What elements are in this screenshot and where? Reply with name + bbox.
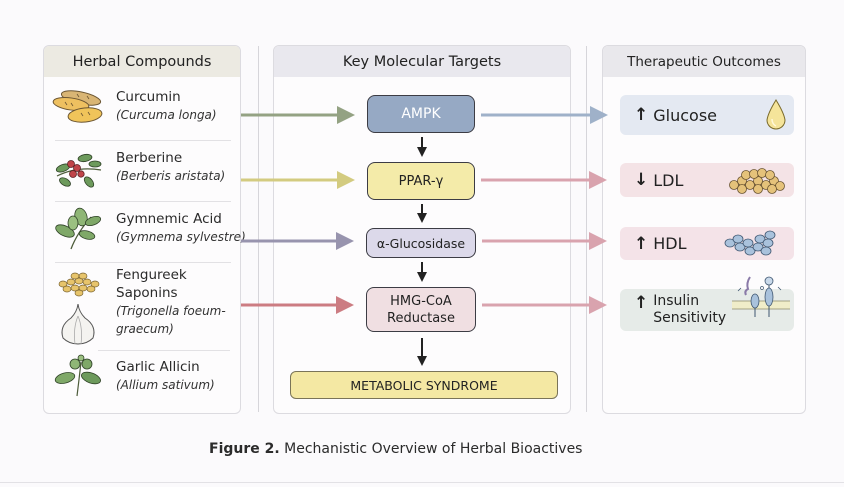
column-divider — [586, 46, 587, 412]
ldl-particles-icon — [729, 168, 785, 194]
herb-scientific-name: (Allium sativum) — [116, 378, 215, 392]
herb-scientific-name: (Gymnema sylvestre) — [116, 230, 246, 244]
figure-label: Figure 2. — [209, 441, 280, 457]
outcome-hdl: ↑ HDL — [620, 227, 794, 260]
herb-scientific-name-line2: graecum) — [116, 322, 174, 336]
figure-title: Mechanistic Overview of Herbal Bioactive… — [279, 441, 583, 457]
panel-title-herbal-compounds: Herbal Compounds — [44, 46, 240, 77]
herb-name: Curcumin — [116, 89, 181, 105]
panel-title-therapeutic-outcomes: Therapeutic Outcomes — [603, 46, 805, 77]
panel-title-molecular-targets: Key Molecular Targets — [274, 46, 570, 77]
down-arrow-icon: ↓ — [634, 170, 649, 190]
target-hmg-coa-reductase: HMG-CoA Reductase — [366, 287, 476, 332]
outcome-insulin-sensitivity: ↑ Insulin Sensitivity — [620, 276, 794, 331]
hdl-particles-icon — [724, 230, 776, 256]
target-label: α-Glucosidase — [376, 235, 466, 251]
outcome-ldl: ↓ LDL — [620, 163, 794, 197]
herb-separator — [55, 140, 231, 141]
herb-separator — [55, 201, 231, 202]
garlic-bulb-icon — [61, 303, 95, 345]
target-alpha-glucosidase: α-Glucosidase — [366, 228, 476, 258]
fenugreek-seeds-icon — [58, 272, 100, 297]
up-arrow-icon: ↑ — [634, 233, 649, 254]
herb-name-line2: Saponins — [116, 285, 178, 301]
herb-scientific-name: (Curcuma longa) — [116, 108, 217, 122]
target-ppar-gamma: PPAR-γ — [367, 162, 475, 200]
metabolic-syndrome-label: METABOLIC SYNDROME — [350, 377, 498, 393]
herb-name-line1: Fengureek — [116, 267, 187, 283]
outcome-label-line1: Insulin — [653, 293, 700, 309]
herb-sprig-icon — [54, 354, 101, 397]
target-label-line2: Reductase — [387, 310, 455, 326]
outcome-label: HDL — [653, 234, 687, 253]
target-label: PPAR-γ — [398, 173, 444, 189]
metabolic-syndrome-box: METABOLIC SYNDROME — [290, 371, 558, 399]
up-arrow-icon: ↑ — [634, 105, 649, 125]
figure-caption: Figure 2. Mechanistic Overview of Herbal… — [0, 441, 844, 457]
herb-name: Garlic Allicin — [116, 359, 200, 375]
outcome-label: Glucose — [653, 105, 717, 125]
target-ampk: AMPK — [367, 95, 475, 133]
herb-name: Gymnemic Acid — [116, 211, 222, 227]
bottom-divider — [0, 482, 844, 483]
berberis-branch-icon — [55, 153, 102, 188]
herb-separator — [55, 262, 231, 263]
column-divider — [258, 46, 259, 412]
herb-scientific-name-line1: (Trigonella foeum- — [116, 304, 226, 318]
glucose-drop-icon — [766, 99, 786, 130]
up-arrow-icon: ↑ — [634, 293, 649, 313]
insulin-receptor-icon — [732, 276, 790, 317]
herb-separator — [98, 350, 230, 351]
target-label: AMPK — [401, 105, 441, 122]
herb-scientific-name: (Berberis aristata) — [116, 169, 226, 183]
outcome-glucose: ↑ Glucose — [620, 95, 794, 135]
outcome-label: LDL — [653, 170, 684, 190]
outcome-label-line2: Sensitivity — [653, 310, 727, 326]
turmeric-root-icon — [52, 90, 103, 123]
target-label-line1: HMG-CoA — [390, 293, 452, 309]
herb-name: Berberine — [116, 150, 183, 166]
gymnema-leaf-icon — [55, 207, 102, 250]
